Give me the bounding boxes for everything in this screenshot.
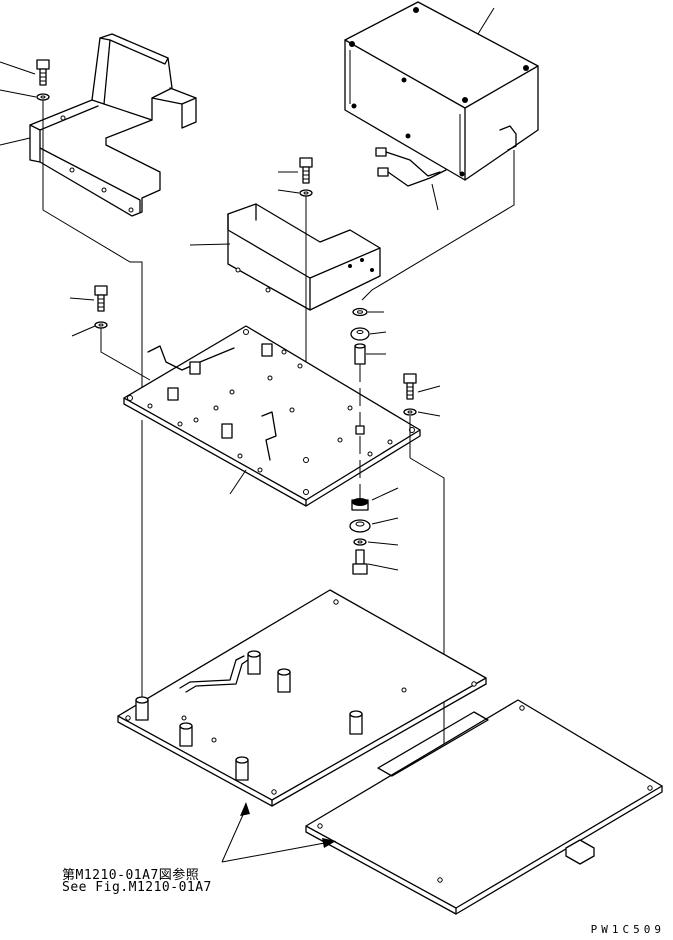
- stack-marker: [355, 425, 365, 435]
- leader-line: [189, 243, 231, 246]
- leader-line: [69, 297, 95, 301]
- floor-plate-left: [117, 589, 487, 807]
- assembly-line: [361, 150, 515, 301]
- controller-box: [344, 1, 539, 181]
- leader-line: [0, 137, 31, 146]
- leader-line: [431, 183, 439, 211]
- leader-line: [229, 469, 247, 495]
- bolt-middle: [299, 157, 313, 197]
- leader-line: [371, 517, 399, 525]
- reference-note-japanese: 第M1210-01A7図参照: [62, 868, 200, 883]
- mount-stack-lower: [349, 498, 371, 575]
- assembly-line: [100, 328, 151, 381]
- leader-line: [0, 61, 36, 75]
- leader-line: [417, 411, 441, 417]
- leader-line: [477, 7, 495, 35]
- mounting-plate: [123, 325, 421, 507]
- leader-line: [371, 487, 399, 501]
- mount-stack-upper: [350, 307, 370, 365]
- floor-plate-right: [305, 699, 663, 915]
- leader-line: [367, 563, 399, 571]
- bolt-right: [403, 373, 417, 416]
- reference-note-english: See Fig.M1210-01A7: [62, 880, 212, 895]
- leader-line: [369, 331, 387, 335]
- leader-line: [367, 541, 399, 546]
- figure-code: PW1C509: [590, 923, 665, 936]
- leader-line: [277, 189, 300, 194]
- wire-harness: [375, 147, 447, 187]
- relay-cover: [227, 203, 381, 311]
- bolt-left-middle: [94, 285, 108, 329]
- leader-line: [417, 385, 441, 393]
- leader-line: [71, 325, 96, 337]
- bolt-top-left: [36, 59, 50, 101]
- cover-bracket: [29, 33, 197, 217]
- assembly-line: [42, 209, 143, 395]
- leader-line: [0, 89, 37, 98]
- reference-arrows: [221, 802, 336, 863]
